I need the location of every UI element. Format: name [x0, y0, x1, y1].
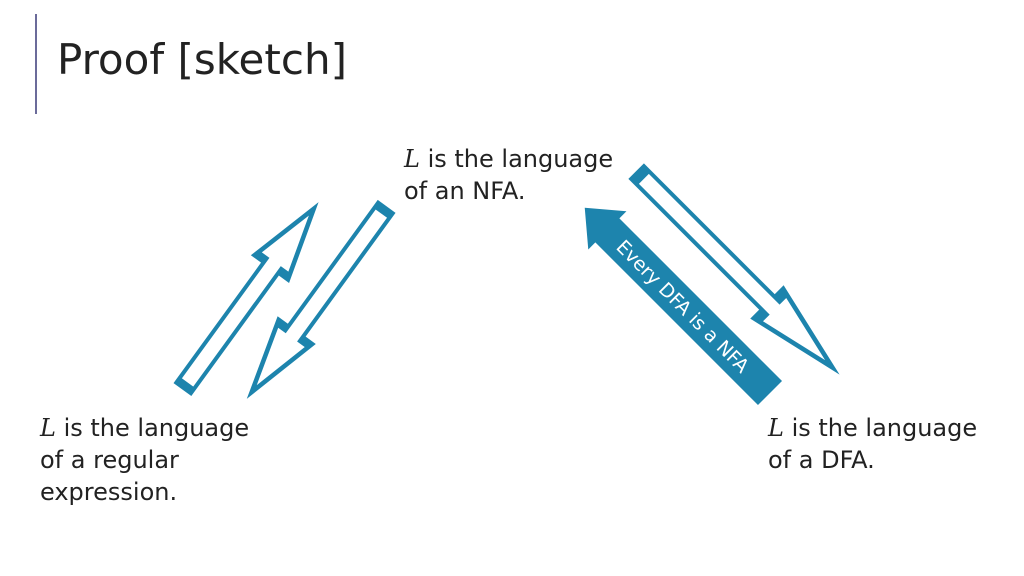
page-title: Proof [sketch]: [57, 35, 347, 84]
node-regex-text-1: is the language: [63, 414, 250, 442]
language-variable: L: [40, 414, 56, 442]
language-variable: L: [404, 145, 420, 173]
node-dfa-line-1: L is the language: [768, 412, 977, 444]
title-accent-rule: [35, 14, 37, 114]
node-dfa-text-2: of a DFA.: [768, 446, 875, 474]
arrow-nfa-to-dfa: [628, 163, 840, 375]
node-regex-text-3: expression.: [40, 478, 178, 506]
arrow-nfa-to-regex: [246, 199, 396, 399]
node-nfa-text-2: of an NFA.: [404, 177, 526, 205]
node-nfa: L is the language of an NFA.: [404, 143, 613, 207]
language-variable: L: [768, 414, 784, 442]
node-regex-line-1: L is the language: [40, 412, 249, 444]
node-nfa-line-1: L is the language: [404, 143, 613, 175]
arrow-dfa-to-nfa-body: [584, 207, 783, 406]
node-dfa: L is the language of a DFA.: [768, 412, 977, 476]
node-regex: L is the language of a regular expressio…: [40, 412, 249, 508]
arrow-regex-to-nfa: [173, 202, 319, 397]
node-nfa-text-1: is the language: [427, 145, 614, 173]
node-dfa-text-1: is the language: [791, 414, 978, 442]
node-regex-text-2: of a regular: [40, 446, 179, 474]
